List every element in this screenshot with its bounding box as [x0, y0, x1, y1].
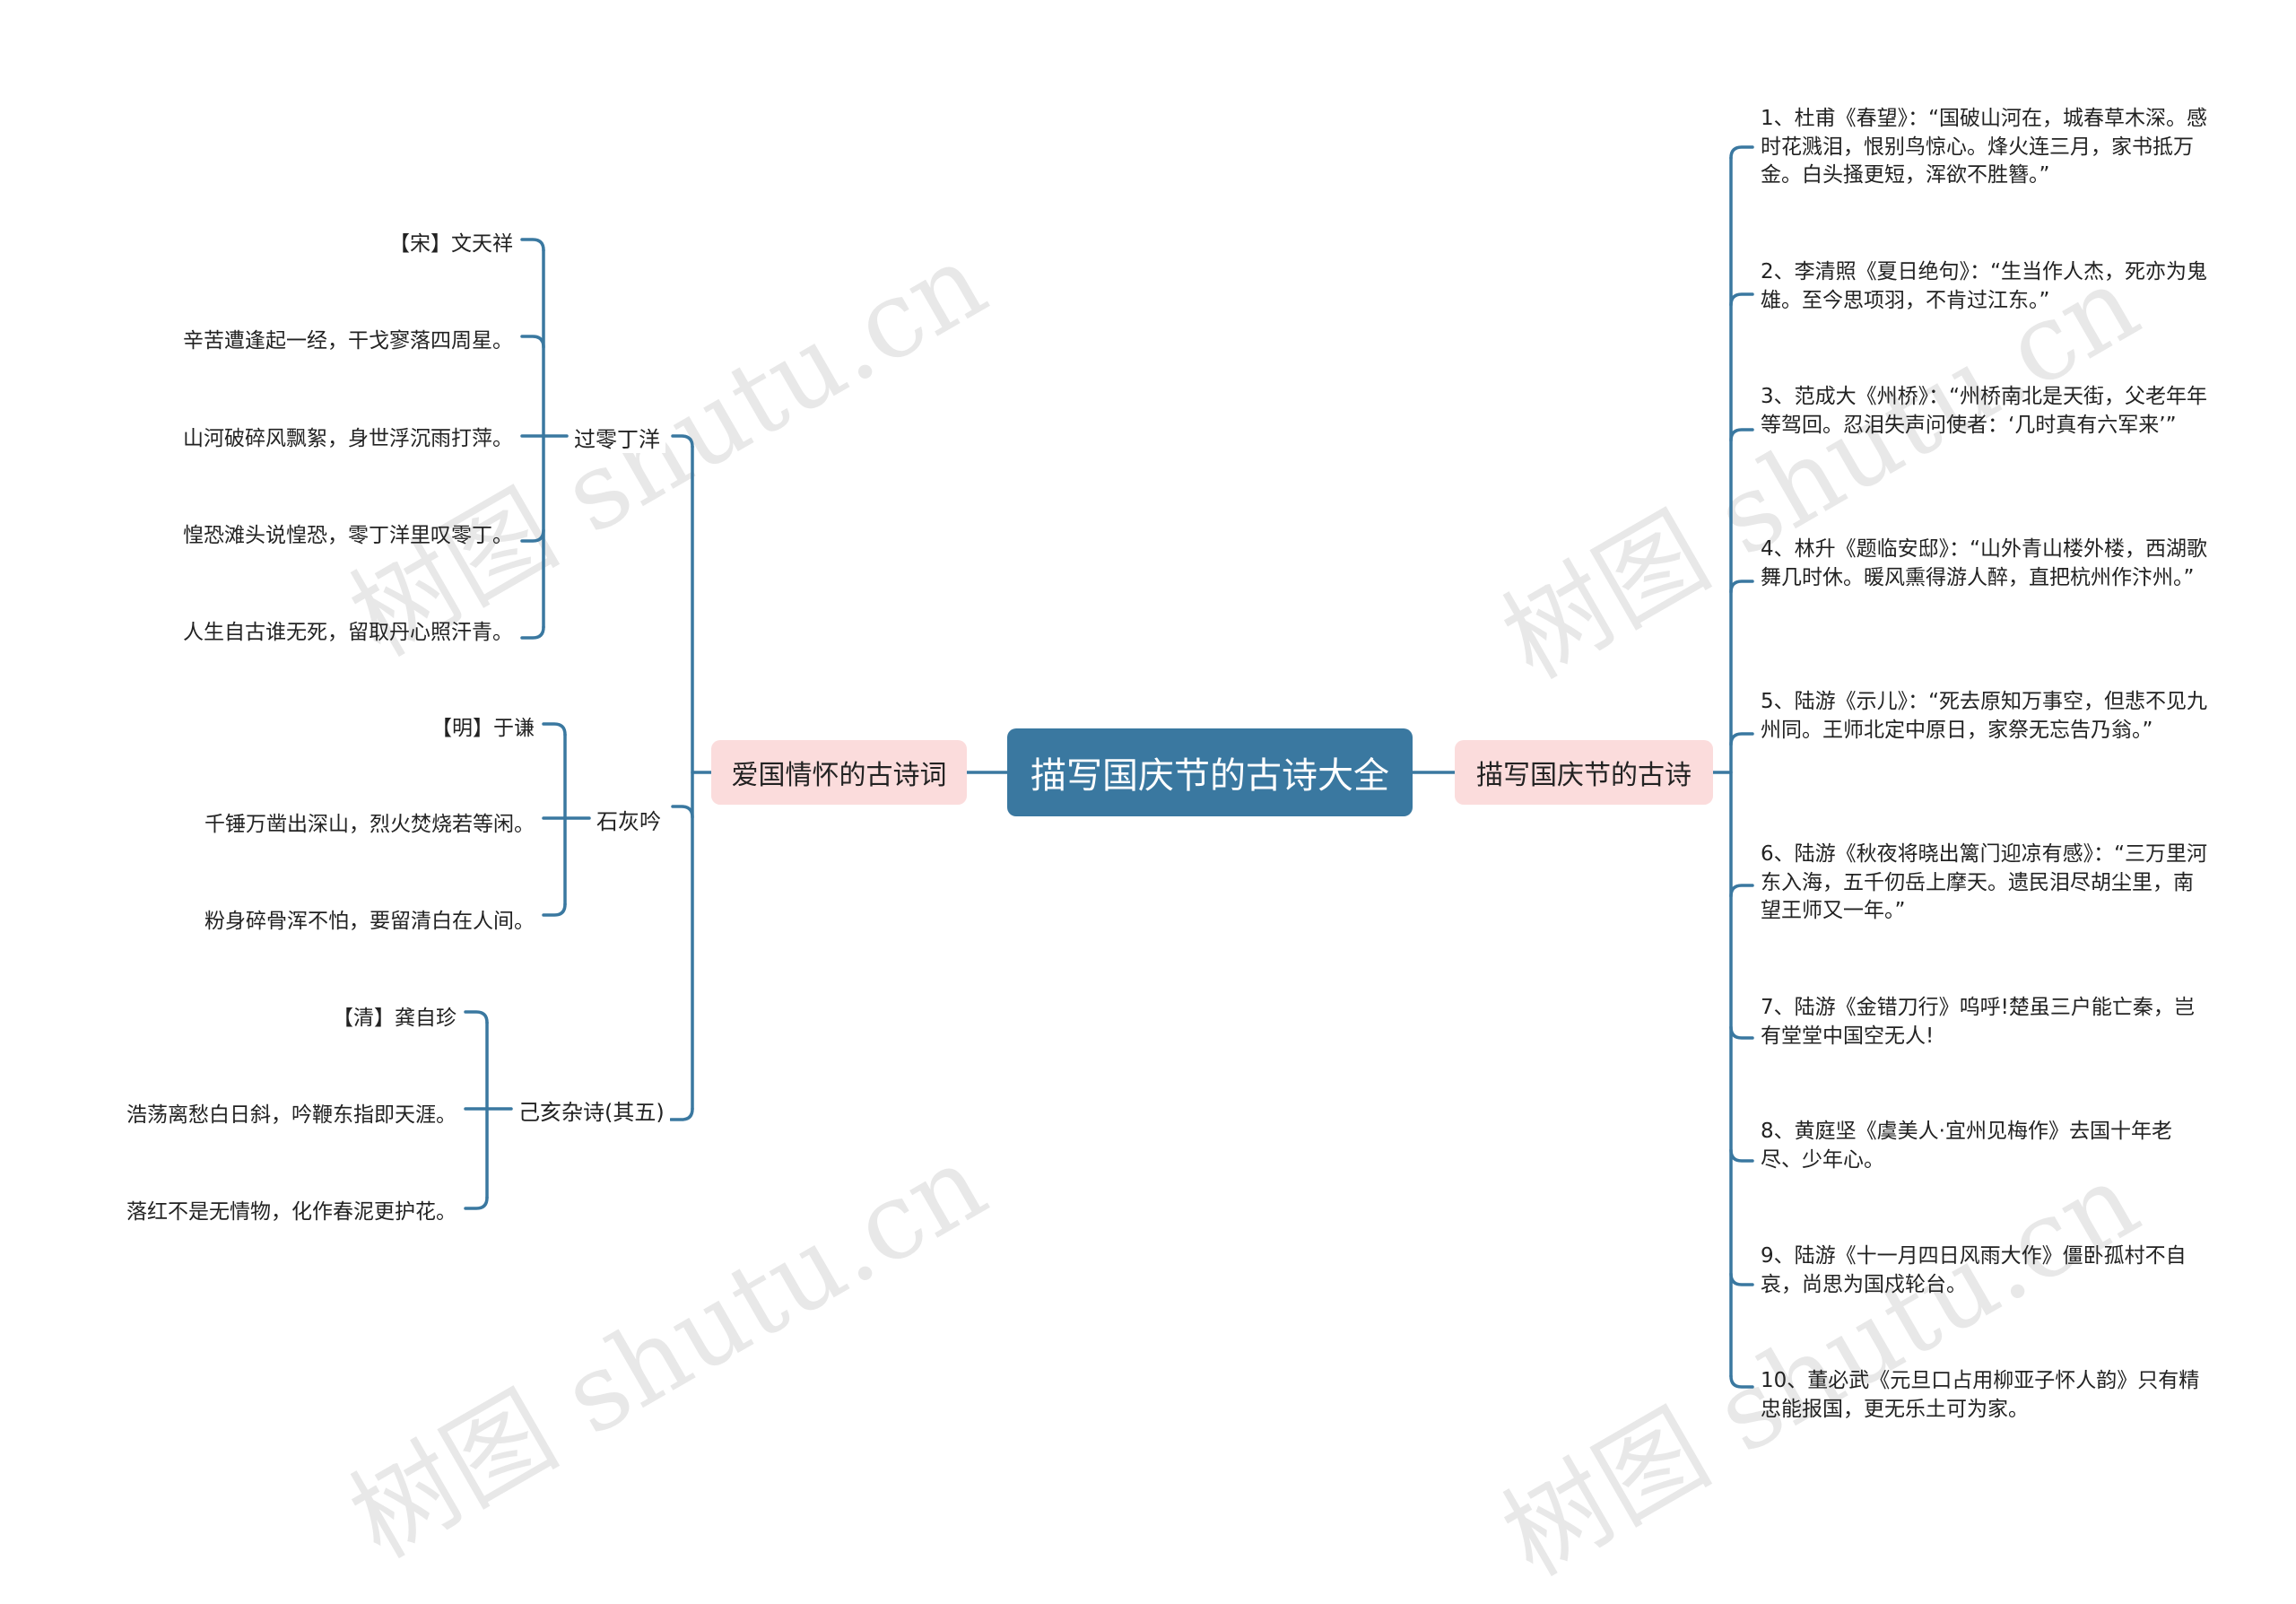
right-branch-topic[interactable]: 描写国庆节的古诗: [1455, 740, 1713, 805]
connector: [464, 1196, 489, 1210]
poem-line[interactable]: 人生自古谁无死，留取丹心照汗青。: [183, 621, 513, 644]
poem-item[interactable]: 7、陆游《金错刀行》呜呼!楚虽三户能亡秦，岂有堂堂中国空无人!: [1761, 996, 2195, 1048]
poem-title-guolingdingyang[interactable]: 过零丁洋: [569, 422, 665, 453]
connector: [1729, 884, 1754, 898]
poem-item[interactable]: 5、陆游《示儿》：“死去原知万事空，但悲不见九州同。王师北定中原日，家祭无忘告乃…: [1761, 690, 2208, 742]
connector: [542, 902, 567, 917]
connector: [1729, 292, 1754, 307]
connector: [1729, 732, 1754, 746]
connector: [542, 722, 567, 737]
poem-line[interactable]: 落红不是无情物，化作春泥更护花。: [126, 1200, 457, 1224]
connector: [669, 1107, 694, 1121]
connector: [520, 528, 545, 543]
poem-line[interactable]: 山河破碎风飘絮，身世浮沉雨打萍。: [183, 427, 513, 450]
poem-line[interactable]: 浩荡离愁白日斜，吟鞭东指即天涯。: [126, 1103, 457, 1127]
poem-line[interactable]: 【明】于谦: [431, 717, 535, 740]
connector: [1729, 1374, 1754, 1389]
connector: [1729, 428, 1754, 442]
connector-lines: [464, 145, 1754, 1389]
poem-line[interactable]: 粉身碎骨浑不怕，要留清白在人间。: [204, 910, 535, 933]
connector: [1729, 1272, 1754, 1286]
connector: [520, 335, 545, 349]
connector: [671, 434, 694, 449]
poem-item[interactable]: 10、董必武《元旦口占用柳亚子怀人韵》只有精忠能报国，更无乐土可为家。: [1761, 1369, 2200, 1421]
poem-line[interactable]: 辛苦遭逢起一经，干戈寥落四周星。: [183, 329, 513, 353]
poem-line[interactable]: 千锤万凿出深山，烈火焚烧若等闲。: [204, 813, 535, 836]
connector: [1729, 145, 1754, 160]
poem-item[interactable]: 2、李清照《夏日绝句》：“生当作人杰，死亦为鬼雄。至今思项羽，不肯过江东。”: [1761, 260, 2208, 312]
connector: [671, 805, 694, 819]
connector: [464, 1010, 489, 1024]
poem-line[interactable]: 【宋】文天祥: [389, 232, 513, 256]
poem-title-jihai-zashi[interactable]: 己亥杂诗(其五): [513, 1094, 670, 1126]
poem-item[interactable]: 4、林升《题临安邸》：“山外青山楼外楼，西湖歌舞几时休。暖风熏得游人醉，直把杭州…: [1761, 537, 2208, 589]
poem-item[interactable]: 8、黄庭坚《虞美人·宜州见梅作》去国十年老尽、少年心。: [1761, 1120, 2172, 1172]
poem-item[interactable]: 6、陆游《秋夜将晓出篱门迎凉有感》：“三万里河东入海，五千仞岳上摩天。遗民泪尽胡…: [1761, 842, 2208, 922]
poem-item[interactable]: 3、范成大《州桥》：“州桥南北是天街，父老年年等驾回。忍泪失声问使者：‘几时真有…: [1761, 385, 2208, 437]
poem-title-shihuiyin[interactable]: 石灰吟: [591, 804, 666, 835]
connector: [520, 625, 545, 640]
connector: [520, 238, 545, 252]
connector: [1729, 1148, 1754, 1163]
poem-item[interactable]: 1、杜甫《春望》：“国破山河在，城春草木深。感时花溅泪，恨别鸟惊心。烽火连三月，…: [1761, 107, 2208, 187]
poem-line[interactable]: 【清】龚自珍: [333, 1007, 457, 1030]
poem-item[interactable]: 9、陆游《十一月四日风雨大作》僵卧孤村不自哀，尚思为国戍轮台。: [1761, 1244, 2187, 1296]
root-topic[interactable]: 描写国庆节的古诗大全: [1007, 728, 1413, 816]
poem-line[interactable]: 惶恐滩头说惶恐，零丁洋里叹零丁。: [183, 524, 513, 547]
connector: [1729, 1025, 1754, 1040]
left-branch-topic[interactable]: 爱国情怀的古诗词: [711, 740, 967, 805]
connector: [1729, 580, 1754, 594]
